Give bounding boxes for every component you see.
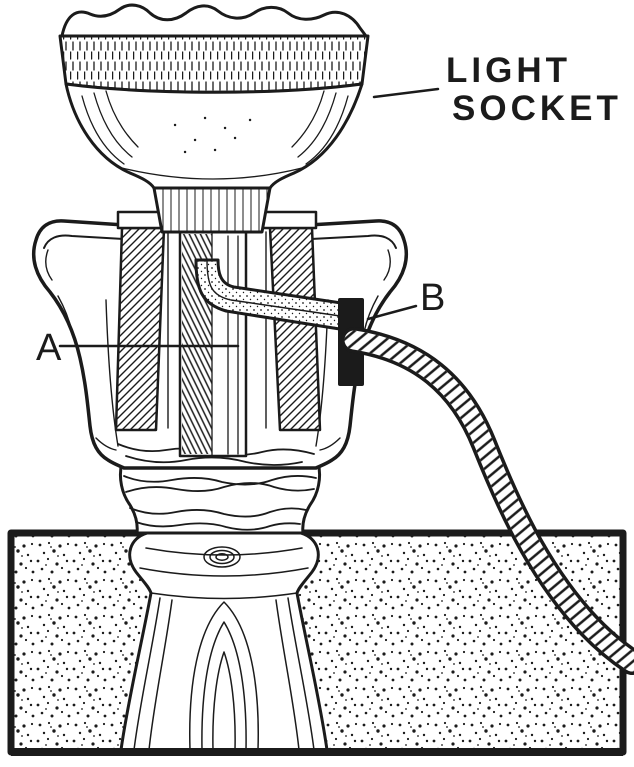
label-part-b: B [420,277,445,319]
vase-shading-strokes [45,249,391,451]
bowl-shading-strokes [81,90,349,180]
bowl-stipple-dots [173,116,252,154]
socket-neck [152,186,272,234]
cord-twist-texture [344,330,634,672]
vase-foot-collar [118,460,322,535]
light-socket-leader-line [372,87,440,99]
label-light-socket-line2: SOCKET [452,89,622,128]
wall-section-left [114,226,166,432]
vase-rim-inner-lines [43,234,397,249]
socket-band [58,34,370,94]
collar-wavy-lines [123,475,317,531]
part-b-leader-line [366,304,418,321]
wood-base [11,531,623,756]
socket-bowl [64,82,364,190]
wall-section-right [268,226,322,432]
collar-outline [118,460,322,535]
leader-lines [58,87,440,348]
wall-cap-right [260,210,318,230]
light-socket [58,3,370,234]
labels: LIGHT SOCKET A B [36,51,622,369]
wire-tube-seam [206,259,348,318]
wood-knot [203,546,241,568]
label-light-socket-line1: LIGHT [446,51,571,90]
socket-crown [60,3,368,38]
table-bottom-border [11,748,623,756]
label-part-a: A [36,327,62,369]
wood-grain-lines [133,547,315,751]
cavity-inner-lines [105,231,329,447]
power-cord [341,327,634,675]
